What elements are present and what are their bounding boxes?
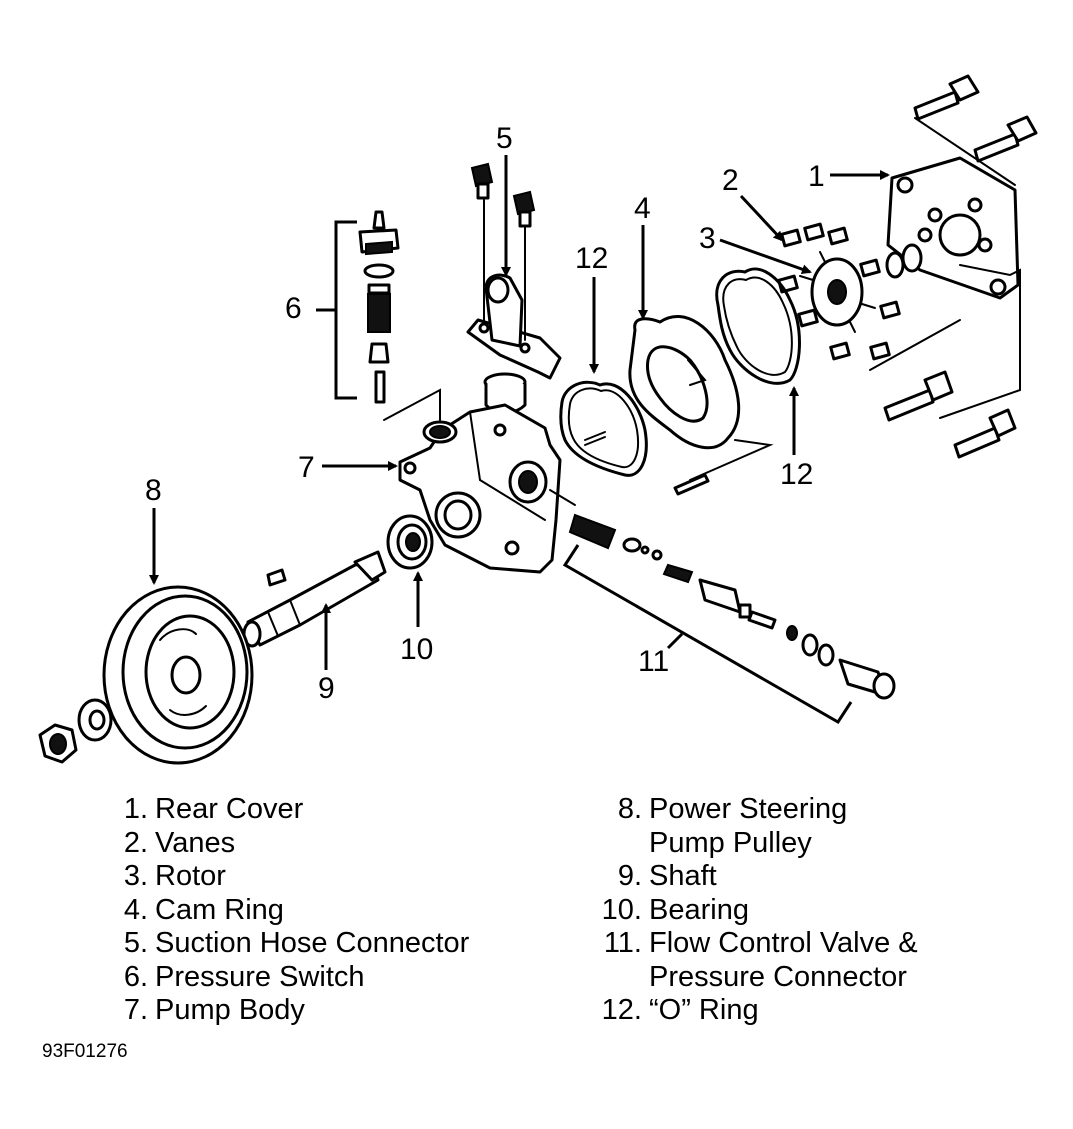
callout-4: 4 bbox=[634, 192, 651, 225]
callout-10: 10 bbox=[400, 633, 433, 666]
legend-item: Pump Pulley bbox=[649, 826, 812, 859]
o-ring-front bbox=[559, 380, 648, 477]
washer-part bbox=[77, 698, 113, 742]
suction-hose-connector-part bbox=[466, 162, 562, 414]
cam-ring-part bbox=[628, 315, 774, 496]
figure-id: 93F01276 bbox=[42, 1041, 128, 1062]
legend-item: Pressure Connector bbox=[649, 960, 907, 993]
legend-item: 9.Shaft bbox=[617, 860, 717, 892]
callout-3-arrow bbox=[719, 238, 812, 275]
bearing-part bbox=[386, 514, 434, 570]
legend-item: 5.Suction Hose Connector bbox=[123, 927, 470, 959]
callout-1: 1 bbox=[808, 160, 825, 193]
legend-item: 11.Flow Control Valve & bbox=[603, 927, 918, 959]
callout-8: 8 bbox=[145, 474, 162, 507]
callout-5: 5 bbox=[496, 122, 513, 155]
rear-cover-part bbox=[885, 156, 1020, 300]
flow-control-valve-part bbox=[549, 489, 896, 725]
callout-2-arrow bbox=[739, 194, 784, 242]
callout-3: 3 bbox=[699, 222, 716, 255]
pulley-part bbox=[102, 585, 254, 765]
legend-item: 4.Cam Ring bbox=[123, 893, 284, 926]
callout-12-right: 12 bbox=[780, 458, 813, 491]
callout-6: 6 bbox=[285, 292, 302, 325]
o-ring-rear bbox=[715, 267, 801, 385]
shaft-part bbox=[242, 550, 387, 648]
callout-11: 11 bbox=[638, 645, 669, 678]
legend-item: 7.Pump Body bbox=[123, 994, 305, 1026]
legend-item: 12.“O” Ring bbox=[601, 994, 759, 1026]
pump-body-part bbox=[398, 403, 562, 574]
callout-2: 2 bbox=[722, 164, 739, 197]
rear-cover-bolts bbox=[869, 74, 1038, 459]
legend-right-column: 8.Power Steering Pump Pulley 9.Shaft 10.… bbox=[598, 793, 918, 1028]
callout-9: 9 bbox=[318, 672, 335, 705]
legend-item: 8.Power Steering bbox=[617, 793, 848, 825]
callout-11-leader bbox=[666, 632, 684, 650]
pressure-switch-part bbox=[316, 210, 441, 421]
legend-item: 1.Rear Cover bbox=[123, 793, 304, 825]
legend-item: 10.Bearing bbox=[601, 893, 749, 926]
legend-left-column: 1.Rear Cover 2.Vanes 3.Rotor 4.Cam Ring … bbox=[111, 793, 470, 1028]
legend-item: 6.Pressure Switch bbox=[123, 960, 365, 993]
nut-part bbox=[38, 723, 78, 764]
callout-7: 7 bbox=[298, 451, 315, 484]
legend-item: 3.Rotor bbox=[123, 860, 226, 892]
rotor-part bbox=[799, 251, 876, 333]
legend-item: 2.Vanes bbox=[123, 826, 236, 859]
callout-12-left: 12 bbox=[575, 242, 608, 275]
vanes-part bbox=[777, 222, 901, 361]
